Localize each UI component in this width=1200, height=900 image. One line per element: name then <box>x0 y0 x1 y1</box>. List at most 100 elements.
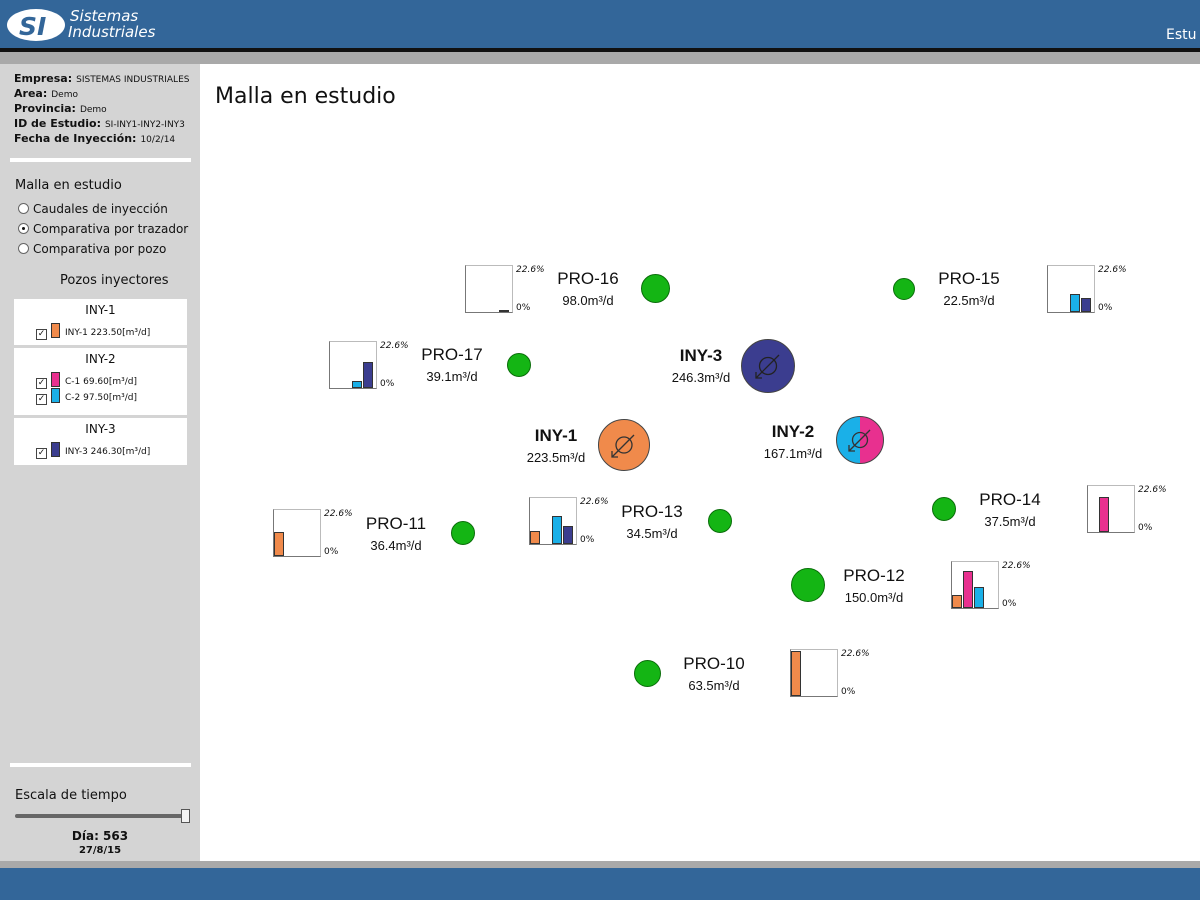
header-border <box>0 48 1200 52</box>
chart-min-label: 0% <box>380 379 395 389</box>
chart-max-label: 22.6% <box>841 649 870 659</box>
well-name: PRO-14 <box>979 490 1041 509</box>
well-label-iny3: INY-3 246.3m³/d <box>664 346 738 387</box>
injector-item-label: INY-1 223.50[m³/d] <box>65 328 151 338</box>
bar-c2 <box>974 587 984 608</box>
sidebar-divider <box>10 158 191 162</box>
producer-well-pro10[interactable] <box>634 660 661 687</box>
minichart-pro17 <box>329 341 377 389</box>
bar-iny1 <box>791 651 801 696</box>
radio-selected-icon[interactable] <box>18 223 29 234</box>
chart-min-label: 0% <box>580 535 595 545</box>
injector-item[interactable]: ✓ INY-3 246.30[m³/d] <box>36 442 150 459</box>
injector-item-label: INY-3 246.30[m³/d] <box>65 447 151 457</box>
bar-c1 <box>1099 497 1109 532</box>
producer-well-pro15[interactable] <box>893 278 915 300</box>
chart-max-label: 22.6% <box>380 341 409 351</box>
sidebar-divider <box>10 763 191 767</box>
producer-well-pro17[interactable] <box>507 353 531 377</box>
producer-well-pro16[interactable] <box>641 274 670 303</box>
well-label-pro11: PRO-11 36.4m³/d <box>356 514 436 555</box>
info-value: SISTEMAS INDUSTRIALES <box>76 75 190 85</box>
page-title: Malla en estudio <box>215 84 396 109</box>
well-name: INY-2 <box>771 422 815 441</box>
chart-min-label: 0% <box>516 303 531 313</box>
chart-max-label: 22.6% <box>1138 485 1167 495</box>
chart-max-label: 22.6% <box>1098 265 1127 275</box>
radio-comparativa-trazador[interactable]: Comparativa por trazador <box>18 222 200 236</box>
injector-well-iny1[interactable] <box>598 419 650 471</box>
bar-iny3 <box>563 526 573 544</box>
radio-label: Comparativa por pozo <box>33 242 167 256</box>
brand-name-line1: Sistemas <box>70 7 139 25</box>
well-name: INY-3 <box>679 346 723 365</box>
injector-well-iny2[interactable] <box>836 416 884 464</box>
time-slider-handle[interactable] <box>181 809 190 823</box>
checkbox-checked-icon[interactable]: ✓ <box>36 329 47 340</box>
info-label: ID de Estudio: <box>14 117 101 130</box>
checkbox-checked-icon[interactable]: ✓ <box>36 394 47 405</box>
well-name: PRO-11 <box>365 514 427 533</box>
minichart-pro12 <box>951 561 999 609</box>
producer-well-pro12[interactable] <box>791 568 825 602</box>
well-rate: 37.5m³/d <box>984 514 1036 529</box>
injector-well-iny3[interactable] <box>741 339 795 393</box>
info-label: Empresa: <box>14 72 73 85</box>
injectors-panel-title: Pozos inyectores <box>60 273 169 288</box>
injector-icon <box>848 429 871 452</box>
producer-well-pro13[interactable] <box>708 509 732 533</box>
header-nav-link[interactable]: Estu <box>1166 27 1197 43</box>
injector-item[interactable]: ✓C-1 69.60[m³/d] <box>36 372 137 389</box>
injector-item[interactable]: ✓ C-2 97.50[m³/d] <box>36 388 137 405</box>
color-swatch <box>51 323 60 338</box>
bar-iny1 <box>530 531 540 544</box>
radio-comparativa-pozo[interactable]: Comparativa por pozo <box>18 242 200 256</box>
radio-icon[interactable] <box>18 243 29 254</box>
radio-label: Comparativa por trazador <box>33 222 189 236</box>
well-rate: 36.4m³/d <box>370 538 422 553</box>
well-rate: 34.5m³/d <box>626 526 678 541</box>
logo-text: SI <box>19 12 46 41</box>
injector-icon <box>755 354 780 379</box>
well-name: INY-1 <box>534 426 578 445</box>
injector-item-label: C-2 97.50[m³/d] <box>65 393 138 403</box>
well-rate: 22.5m³/d <box>943 293 995 308</box>
well-name: PRO-12 <box>843 566 905 585</box>
checkbox-checked-icon[interactable]: ✓ <box>36 378 47 389</box>
info-label: Fecha de Inyección: <box>14 132 137 145</box>
producer-well-pro14[interactable] <box>932 497 956 521</box>
chart-max-label: 22.6% <box>324 509 353 519</box>
day-label: Día: 563 <box>71 829 129 843</box>
well-label-iny2: INY-2 167.1m³/d <box>755 422 831 463</box>
well-rate: 223.5m³/d <box>526 450 586 465</box>
well-rate: 39.1m³/d <box>426 369 478 384</box>
radio-icon[interactable] <box>18 203 29 214</box>
radio-label: Caudales de inyección <box>33 202 168 216</box>
minichart-pro15 <box>1047 265 1095 313</box>
well-name: PRO-15 <box>938 269 1000 288</box>
minichart-pro10 <box>790 649 838 697</box>
bar-iny3 <box>1081 298 1091 312</box>
bar-c2 <box>552 516 562 544</box>
producer-well-pro11[interactable] <box>451 521 475 545</box>
info-value: Demo <box>79 105 107 115</box>
chart-min-label: 0% <box>841 687 856 697</box>
minichart-pro14 <box>1087 485 1135 533</box>
chart-max-label: 22.6% <box>1002 561 1031 571</box>
chart-max-label: 22.6% <box>516 265 545 275</box>
injector-group-iny3: INY-3 ✓INY-3 246.30[m³/d] <box>14 418 187 465</box>
checkbox-checked-icon[interactable]: ✓ <box>36 448 47 459</box>
brand-name-line2: Industriales <box>68 23 156 41</box>
info-label: Area: <box>14 87 48 100</box>
footer-strip <box>0 861 1200 868</box>
time-slider-track[interactable] <box>15 814 187 818</box>
injector-item[interactable]: ✓ INY-1 223.50[m³/d] <box>36 323 150 340</box>
radio-caudales[interactable]: Caudales de inyección <box>18 202 200 216</box>
bar-c2 <box>352 381 362 388</box>
well-name: PRO-10 <box>683 654 745 673</box>
company-logo: SI <box>7 9 65 41</box>
bar-iny3 <box>363 362 373 388</box>
